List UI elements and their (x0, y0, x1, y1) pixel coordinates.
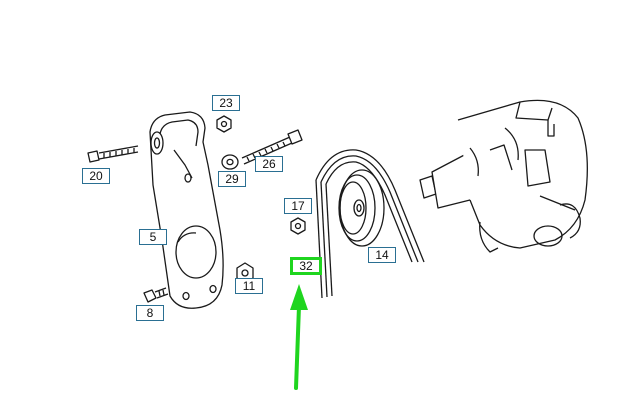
washer-29-part (221, 154, 239, 170)
bolt-26-part (241, 129, 303, 165)
callout-26[interactable]: 26 (255, 156, 283, 172)
bolt-20-part (87, 145, 139, 163)
nut-23-part (216, 115, 232, 133)
pointer-arrow (290, 284, 308, 390)
pulley-14-part (338, 169, 385, 247)
callout-20[interactable]: 20 (82, 168, 110, 184)
callout-17[interactable]: 17 (284, 198, 312, 214)
belt-part (315, 149, 425, 299)
pump-housing-part (419, 99, 588, 253)
callout-32-highlighted[interactable]: 32 (290, 257, 322, 275)
callout-14[interactable]: 14 (368, 247, 396, 263)
bolt-8-part (143, 287, 169, 303)
callout-8[interactable]: 8 (136, 305, 164, 321)
callout-29[interactable]: 29 (218, 171, 246, 187)
callout-11[interactable]: 11 (235, 278, 263, 294)
nut-17-part (290, 217, 306, 235)
callout-23[interactable]: 23 (212, 95, 240, 111)
callout-5[interactable]: 5 (139, 229, 167, 245)
bracket-part (149, 111, 224, 309)
